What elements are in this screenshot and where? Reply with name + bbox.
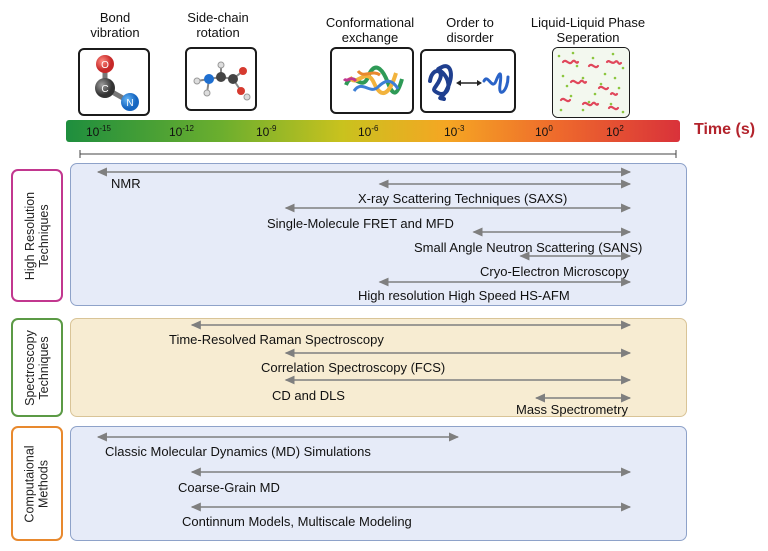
oxygen-atom	[96, 55, 114, 73]
process-label-bond: Bond vibration	[90, 10, 140, 40]
computational-category-label: Computaional Methods	[11, 426, 63, 541]
process-label-order: Order to disorder	[446, 15, 494, 45]
tick-label: 100	[535, 124, 553, 139]
tick-label: 10-6	[358, 124, 379, 139]
process-label-llps: Liquid-Liquid Phase Seperation	[530, 15, 646, 45]
conformational-exchange-image	[330, 47, 414, 114]
svg-text:O: O	[101, 60, 109, 71]
llps-image	[552, 47, 630, 118]
process-label-sidechain: Side-chain rotation	[187, 10, 249, 40]
carbonyl-molecule-icon: O C N	[95, 55, 139, 111]
carbon-atom	[95, 78, 115, 98]
phase-separation-icon	[553, 48, 629, 117]
technique-label-nmr: NMR	[111, 176, 141, 191]
tick-label: 10-12	[169, 124, 194, 139]
side-chain-molecule-icon	[193, 61, 251, 101]
timescale-gradient-bar	[66, 120, 680, 142]
technique-label-coarse-grain: Coarse-Grain MD	[178, 480, 280, 495]
technique-label-smfret: Single-Molecule FRET and MFD	[267, 216, 454, 231]
technique-label-fcs: Correlation Spectroscopy (FCS)	[261, 360, 446, 375]
technique-label-hsafm: High resolution High Speed HS-AFM	[358, 288, 570, 303]
technique-label-raman: Time-Resolved Raman Spectroscopy	[169, 332, 384, 347]
nitrogen-atom	[121, 93, 139, 111]
technique-label-cd-dls: CD and DLS	[272, 388, 345, 403]
tick-label: 10-15	[86, 124, 111, 139]
tick-label: 10-9	[256, 124, 277, 139]
technique-label-mass-spec: Mass Spectrometry	[516, 402, 628, 417]
tick-label: 102	[606, 124, 624, 139]
bond-vibration-molecule-image: O C N	[78, 48, 150, 116]
svg-text:N: N	[126, 98, 133, 109]
technique-label-sans: Small Angle Neutron Scattering (SANS)	[414, 240, 643, 255]
folding-unfolding-icon	[428, 64, 510, 101]
order-to-disorder-image	[420, 49, 516, 113]
side-chain-rotation-image	[185, 47, 257, 111]
technique-label-cryoem: Cryo-Electron Microscopy	[480, 264, 629, 279]
high-resolution-category-label: High Resolution Techniques	[11, 169, 63, 302]
process-label-conformational: Conformational exchange	[325, 15, 415, 45]
spectroscopy-category-label: Spectroscopy Techniques	[11, 318, 63, 417]
high-resolution-group	[70, 163, 687, 306]
time-axis-label: Time (s)	[694, 121, 756, 138]
svg-text:C: C	[101, 84, 108, 95]
tick-label: 10-3	[444, 124, 465, 139]
technique-label-saxs: X-ray Scattering Techniques (SAXS)	[358, 191, 568, 206]
computational-group	[70, 426, 687, 541]
technique-label-continuum: Continnum Models, Multiscale Modeling	[182, 514, 412, 529]
technique-label-classic-md: Classic Molecular Dynamics (MD) Simulati…	[105, 444, 371, 459]
protein-structure-icon	[342, 65, 404, 96]
